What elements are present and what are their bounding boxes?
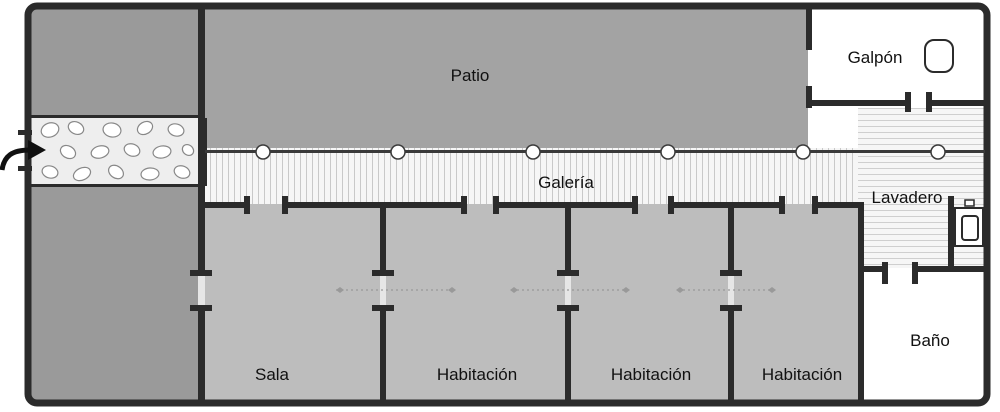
room-label-galeria: Galería <box>538 173 594 192</box>
outer-wall <box>24 2 991 407</box>
column-icon <box>660 144 676 160</box>
column-icon <box>255 144 271 160</box>
entrance-arrow-icon <box>0 130 46 171</box>
column-icon <box>930 144 946 160</box>
room-label-habitacion-1: Habitación <box>437 365 517 384</box>
sala-floor <box>205 204 383 401</box>
left-block-bottom <box>30 186 202 401</box>
room-label-bano: Baño <box>910 331 950 350</box>
room-label-patio: Patio <box>451 66 490 85</box>
water-tank-icon <box>924 39 954 73</box>
habitacion-1-floor <box>383 204 568 401</box>
galeria-beam <box>205 150 985 153</box>
habitacion-2-floor <box>568 204 731 401</box>
galeria-columns <box>255 144 946 160</box>
walls <box>24 2 991 407</box>
column-icon <box>795 144 811 160</box>
sink-icon <box>954 199 984 247</box>
room-label-habitacion-3: Habitación <box>762 365 842 384</box>
galeria-area <box>205 148 985 204</box>
left-block-top <box>30 8 202 118</box>
habitacion-3-floor <box>731 204 860 401</box>
room-label-galpon: Galpón <box>848 48 903 67</box>
entrance-stones <box>40 120 195 182</box>
dotted-connection-ends <box>336 287 776 293</box>
column-icon <box>390 144 406 160</box>
room-label-sala: Sala <box>255 365 290 384</box>
room-label-lavadero: Lavadero <box>872 188 943 207</box>
column-icon <box>525 144 541 160</box>
room-label-habitacion-2: Habitación <box>611 365 691 384</box>
patio-area <box>205 8 808 148</box>
